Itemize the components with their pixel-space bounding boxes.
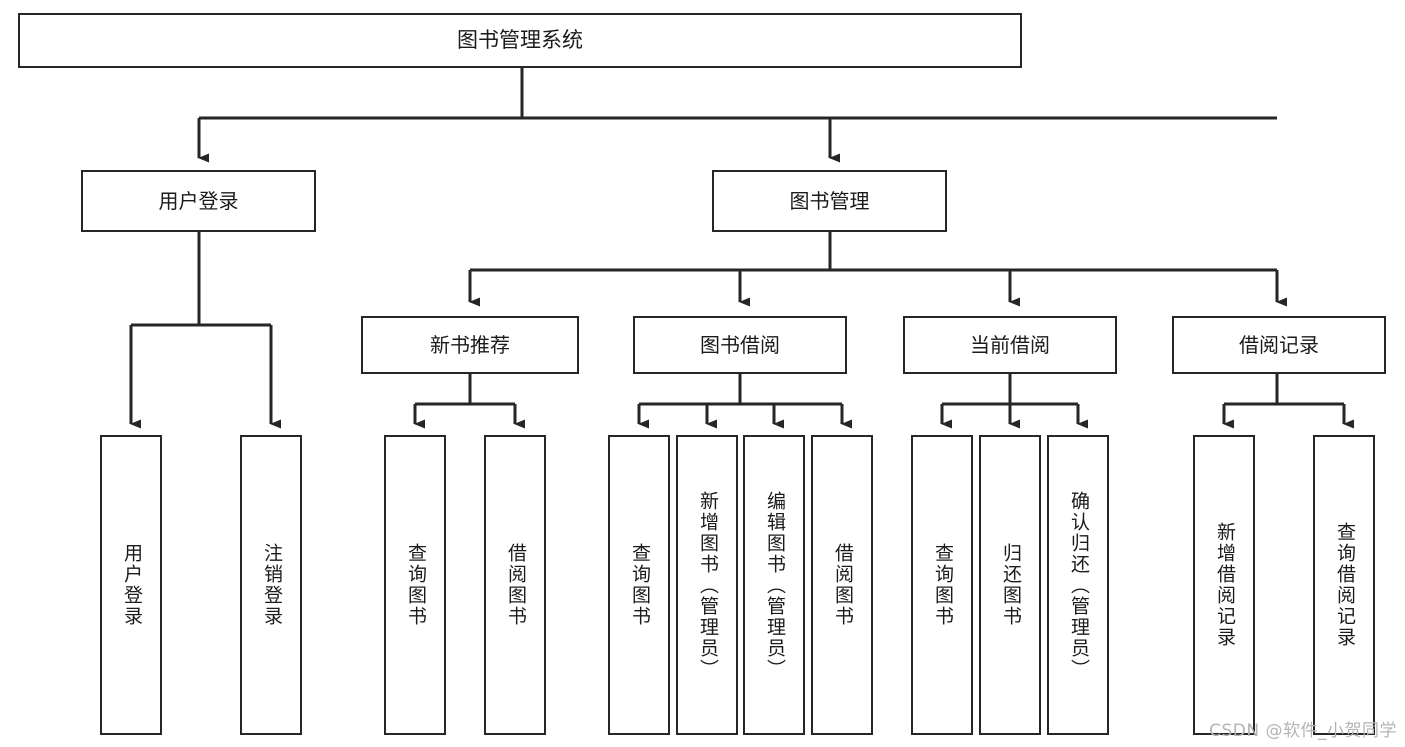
- node-label: 归还图书: [999, 543, 1022, 627]
- node-leaf-query-books-current[interactable]: 查询图书: [911, 435, 973, 735]
- node-label: 编辑图书（管理员）: [763, 490, 786, 680]
- node-borrow-record[interactable]: 借阅记录: [1172, 316, 1386, 374]
- node-label: 当前借阅: [970, 332, 1050, 357]
- node-label: 查询图书: [628, 543, 651, 627]
- node-label: 查询借阅记录: [1333, 522, 1356, 648]
- node-label: 图书管理: [789, 188, 870, 213]
- node-label: 借阅记录: [1239, 332, 1319, 357]
- node-label: 查询图书: [404, 543, 427, 627]
- node-book-borrow[interactable]: 图书借阅: [633, 316, 847, 374]
- node-label: 用户登录: [158, 188, 239, 213]
- node-label: 新增图书（管理员）: [696, 490, 719, 680]
- node-user-login[interactable]: 用户登录: [81, 170, 316, 232]
- node-leaf-add-borrow-record[interactable]: 新增借阅记录: [1193, 435, 1255, 735]
- node-leaf-query-books-borrow[interactable]: 查询图书: [608, 435, 670, 735]
- node-label: 新书推荐: [430, 332, 510, 357]
- node-leaf-query-borrow-record[interactable]: 查询借阅记录: [1313, 435, 1375, 735]
- node-root-book-management-system[interactable]: 图书管理系统: [18, 13, 1022, 68]
- node-label: 图书借阅: [700, 332, 780, 357]
- node-current-borrow[interactable]: 当前借阅: [903, 316, 1117, 374]
- node-label: 查询图书: [931, 543, 954, 627]
- node-book-management[interactable]: 图书管理: [712, 170, 947, 232]
- node-leaf-borrow-books-recommend[interactable]: 借阅图书: [484, 435, 546, 735]
- node-label: 新增借阅记录: [1213, 522, 1236, 648]
- node-leaf-add-book-admin[interactable]: 新增图书（管理员）: [676, 435, 738, 735]
- node-label: 借阅图书: [831, 543, 854, 627]
- node-leaf-edit-book-admin[interactable]: 编辑图书（管理员）: [743, 435, 805, 735]
- node-label: 图书管理系统: [457, 27, 583, 52]
- node-leaf-return-books[interactable]: 归还图书: [979, 435, 1041, 735]
- node-leaf-query-books-recommend[interactable]: 查询图书: [384, 435, 446, 735]
- node-leaf-logout[interactable]: 注销登录: [240, 435, 302, 735]
- node-label: 注销登录: [260, 543, 283, 627]
- node-new-book-recommendation[interactable]: 新书推荐: [361, 316, 579, 374]
- node-label: 用户登录: [120, 543, 143, 627]
- node-leaf-borrow-books[interactable]: 借阅图书: [811, 435, 873, 735]
- node-label: 确认归还（管理员）: [1067, 490, 1090, 680]
- node-leaf-confirm-return-admin[interactable]: 确认归还（管理员）: [1047, 435, 1109, 735]
- node-leaf-user-login[interactable]: 用户登录: [100, 435, 162, 735]
- node-label: 借阅图书: [504, 543, 527, 627]
